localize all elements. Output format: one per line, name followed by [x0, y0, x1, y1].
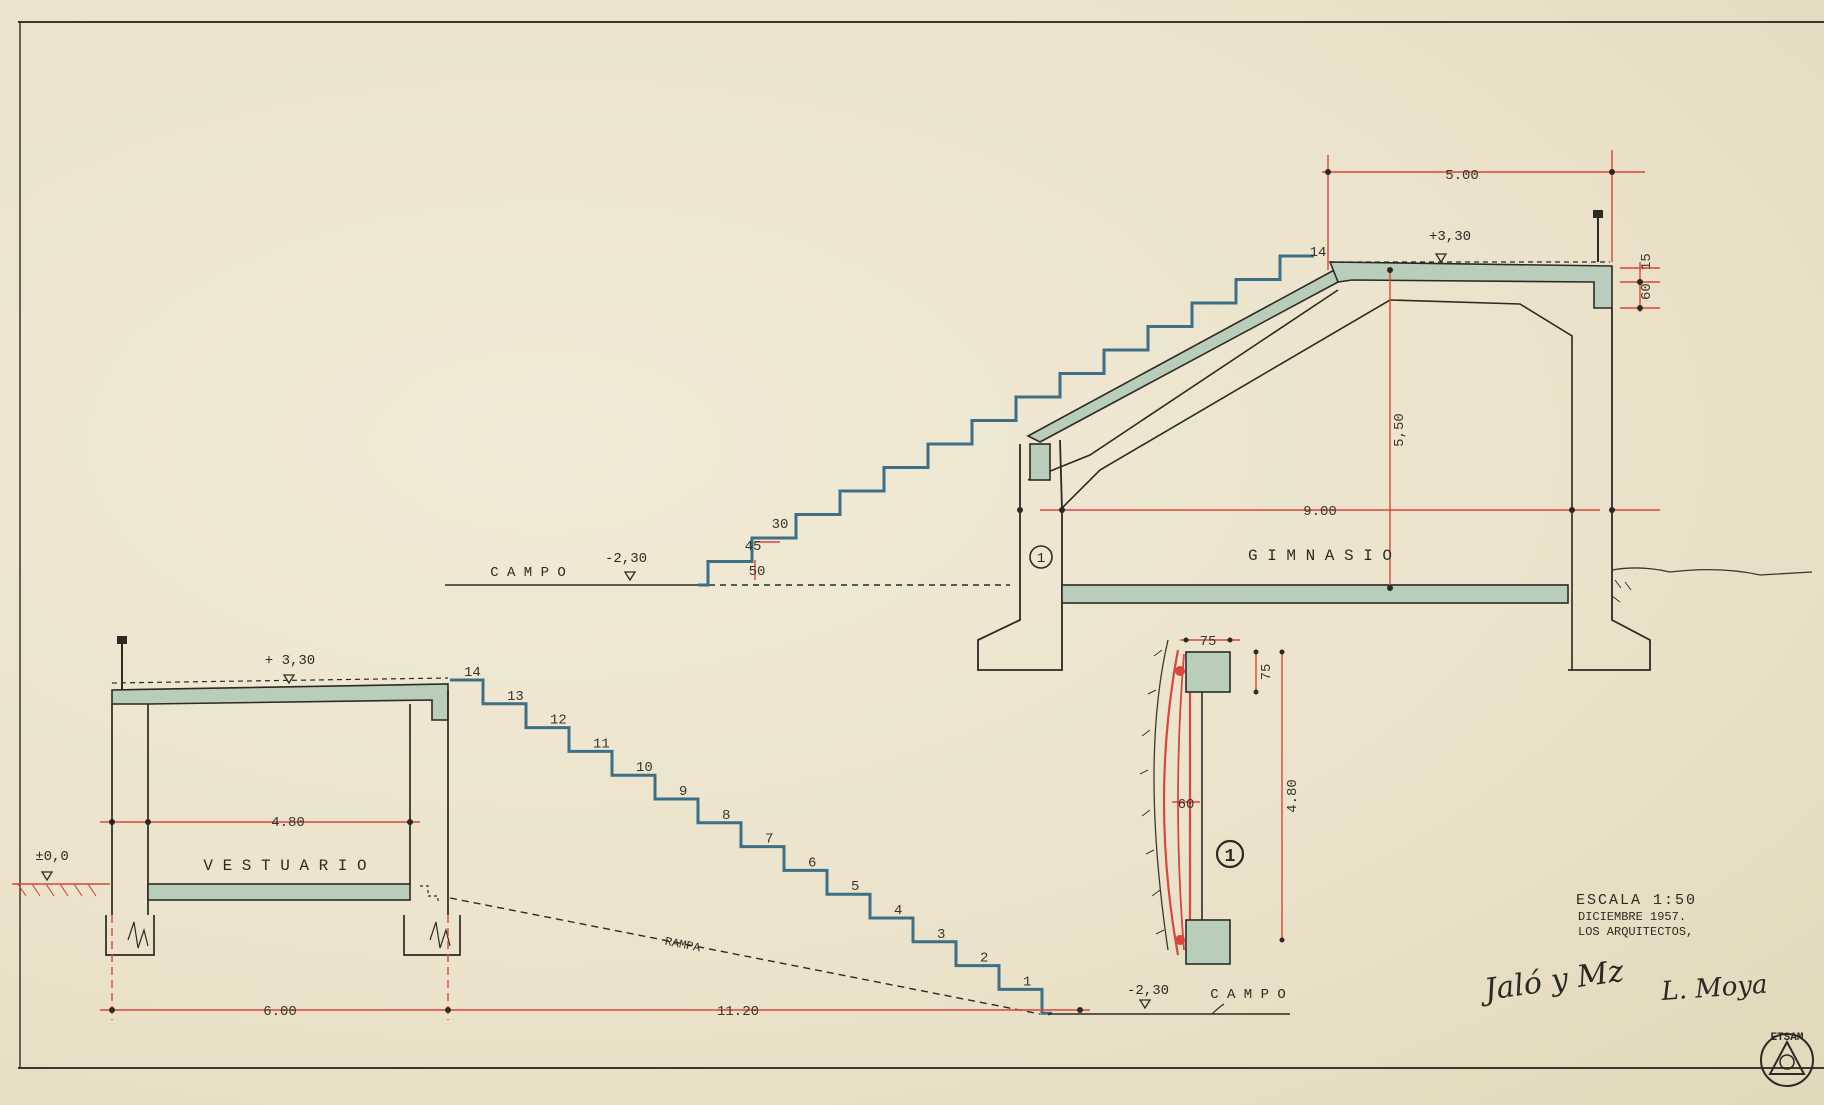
step-number: 9 [679, 784, 687, 800]
dim-gym-height: 5,50 [1392, 413, 1408, 447]
dim-detail-h: 75 [1259, 664, 1275, 681]
upper-stair [698, 254, 1314, 587]
dim-bottom-total: 11.20 [717, 1004, 759, 1020]
step-number: 1 [1023, 974, 1031, 990]
detail-section-marker: 1 [1225, 847, 1236, 867]
gym-floor-slab [1061, 584, 1569, 604]
field-label-lower: C A M P O [1210, 987, 1286, 1003]
step-number: 4 [894, 903, 902, 919]
dim-step-45: 45 [745, 539, 762, 555]
locker-label: V E S T U A R I O [203, 857, 366, 875]
signature-1: Jaló y Mz [1476, 954, 1626, 1009]
lower-step-labels: 14 13 12 11 10 9 8 7 6 5 4 3 2 1 [464, 665, 1031, 990]
dim-gym-width: 9.00 [1303, 504, 1337, 520]
signature-2: L. Moya [1659, 970, 1768, 1007]
locker-section: V E S T U A R I O + 3,30 ±0,0 4.80 6.00 … [12, 636, 1290, 1020]
locker-floor-slab [147, 883, 411, 901]
upper-stair-slab [1026, 266, 1339, 443]
dim-locker-width: 4.80 [271, 815, 305, 831]
gym-inner-slab [1027, 289, 1573, 670]
detail-curve-outer [1162, 649, 1180, 956]
wall-detail: 75 75 4.80 60 1 [1139, 634, 1301, 965]
stamp-label: ETSAM [1770, 1032, 1803, 1044]
scale-label: ESCALA 1:50 [1576, 892, 1697, 909]
detail-curve-inner [1177, 653, 1185, 951]
step-number: 3 [937, 927, 945, 943]
dim-detail-w: 75 [1200, 634, 1217, 650]
ramp-label: RAMPA [664, 935, 703, 956]
dim-top-width: 5.00 [1445, 168, 1479, 184]
dim-parapet-15: 15 [1639, 253, 1655, 270]
step-number: 5 [851, 879, 859, 895]
step-number: 6 [808, 855, 816, 871]
dim-detail-height: 4.80 [1285, 779, 1301, 813]
locker-roof-slab [111, 683, 449, 721]
title-block: ESCALA 1:50 DICIEMBRE 1957. LOS ARQUITEC… [1476, 892, 1768, 1009]
step-number: 11 [593, 736, 610, 752]
dim-parapet-60: 60 [1639, 283, 1655, 300]
step-number: 14 [464, 665, 481, 681]
step-number: 12 [550, 713, 567, 729]
field-level-upper: -2,30 [605, 551, 647, 567]
authors-label: LOS ARQUITECTOS, [1578, 925, 1693, 939]
etsam-stamp: ETSAM [1760, 1032, 1814, 1087]
roof-level-left: + 3,30 [265, 653, 315, 669]
detail-top-block [1185, 651, 1231, 693]
gym-section: 1 G I M N A S I O C A M P O -2,30 +3,30 … [445, 150, 1813, 671]
roof-level-right: +3,30 [1429, 229, 1471, 245]
top-step-label: 14 [1310, 245, 1327, 261]
gym-label: G I M N A S I O [1248, 547, 1392, 565]
dim-detail-curve: 60 [1178, 797, 1195, 813]
field-level-lower: -2,30 [1127, 983, 1169, 999]
gym-section-marker: 1 [1037, 551, 1045, 567]
gym-roof-slab [1328, 261, 1613, 309]
step-number: 8 [722, 808, 730, 824]
sheet-frame [18, 21, 1824, 1069]
step-number: 10 [636, 760, 653, 776]
detail-bottom-block [1185, 919, 1231, 965]
ground-level: ±0,0 [35, 849, 69, 865]
step-number: 2 [980, 951, 988, 967]
dim-bottom-left: 6.00 [263, 1004, 297, 1020]
step-number: 13 [507, 689, 524, 705]
step-number: 7 [765, 832, 773, 848]
gym-right-column [1568, 308, 1651, 671]
date-label: DICIEMBRE 1957. [1578, 910, 1686, 924]
field-label-upper: C A M P O [490, 565, 566, 581]
lower-stair [450, 678, 1053, 1016]
dim-step-30: 30 [772, 517, 789, 533]
dim-step-50: 50 [749, 564, 766, 580]
